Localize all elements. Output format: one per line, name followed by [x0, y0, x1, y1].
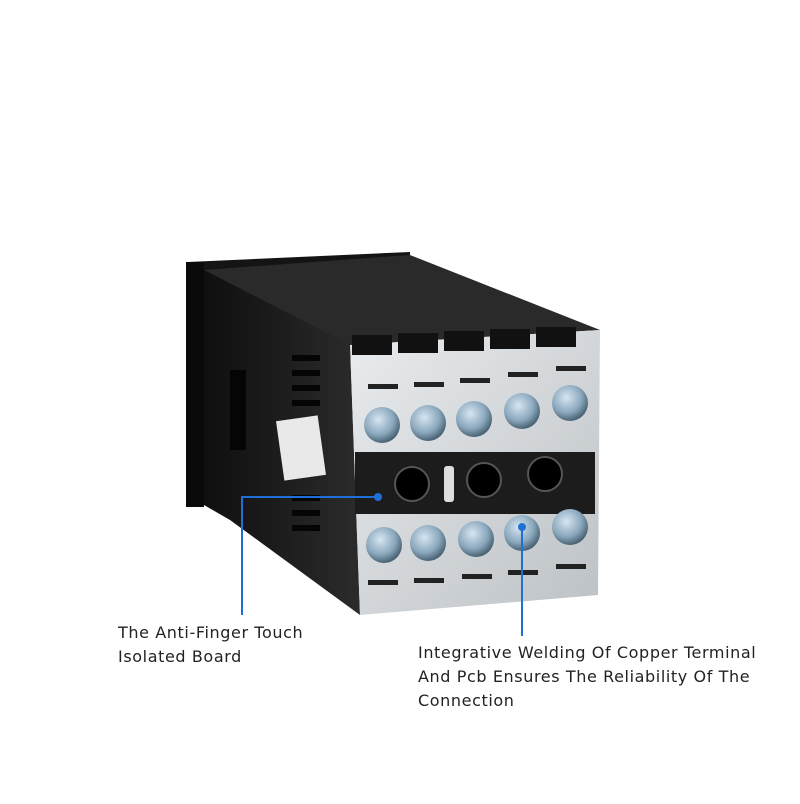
caption-welding: Integrative Welding Of Copper Terminal A… [418, 643, 757, 710]
cover-tabs [352, 327, 576, 355]
callout-welding-dot [518, 523, 526, 531]
side-vents [230, 355, 320, 531]
board-slot [444, 466, 454, 502]
caption-anti-finger: The Anti-Finger Touch Isolated Board [118, 623, 304, 666]
upper-screw-row [364, 385, 588, 443]
front-bezel-edge [186, 262, 204, 507]
housing-top [204, 255, 600, 345]
lower-screw-row [366, 509, 588, 563]
board-holes [394, 456, 563, 502]
side-label [276, 415, 326, 481]
callout-anti-finger-dot [374, 493, 382, 501]
callout-anti-finger [241, 496, 378, 615]
